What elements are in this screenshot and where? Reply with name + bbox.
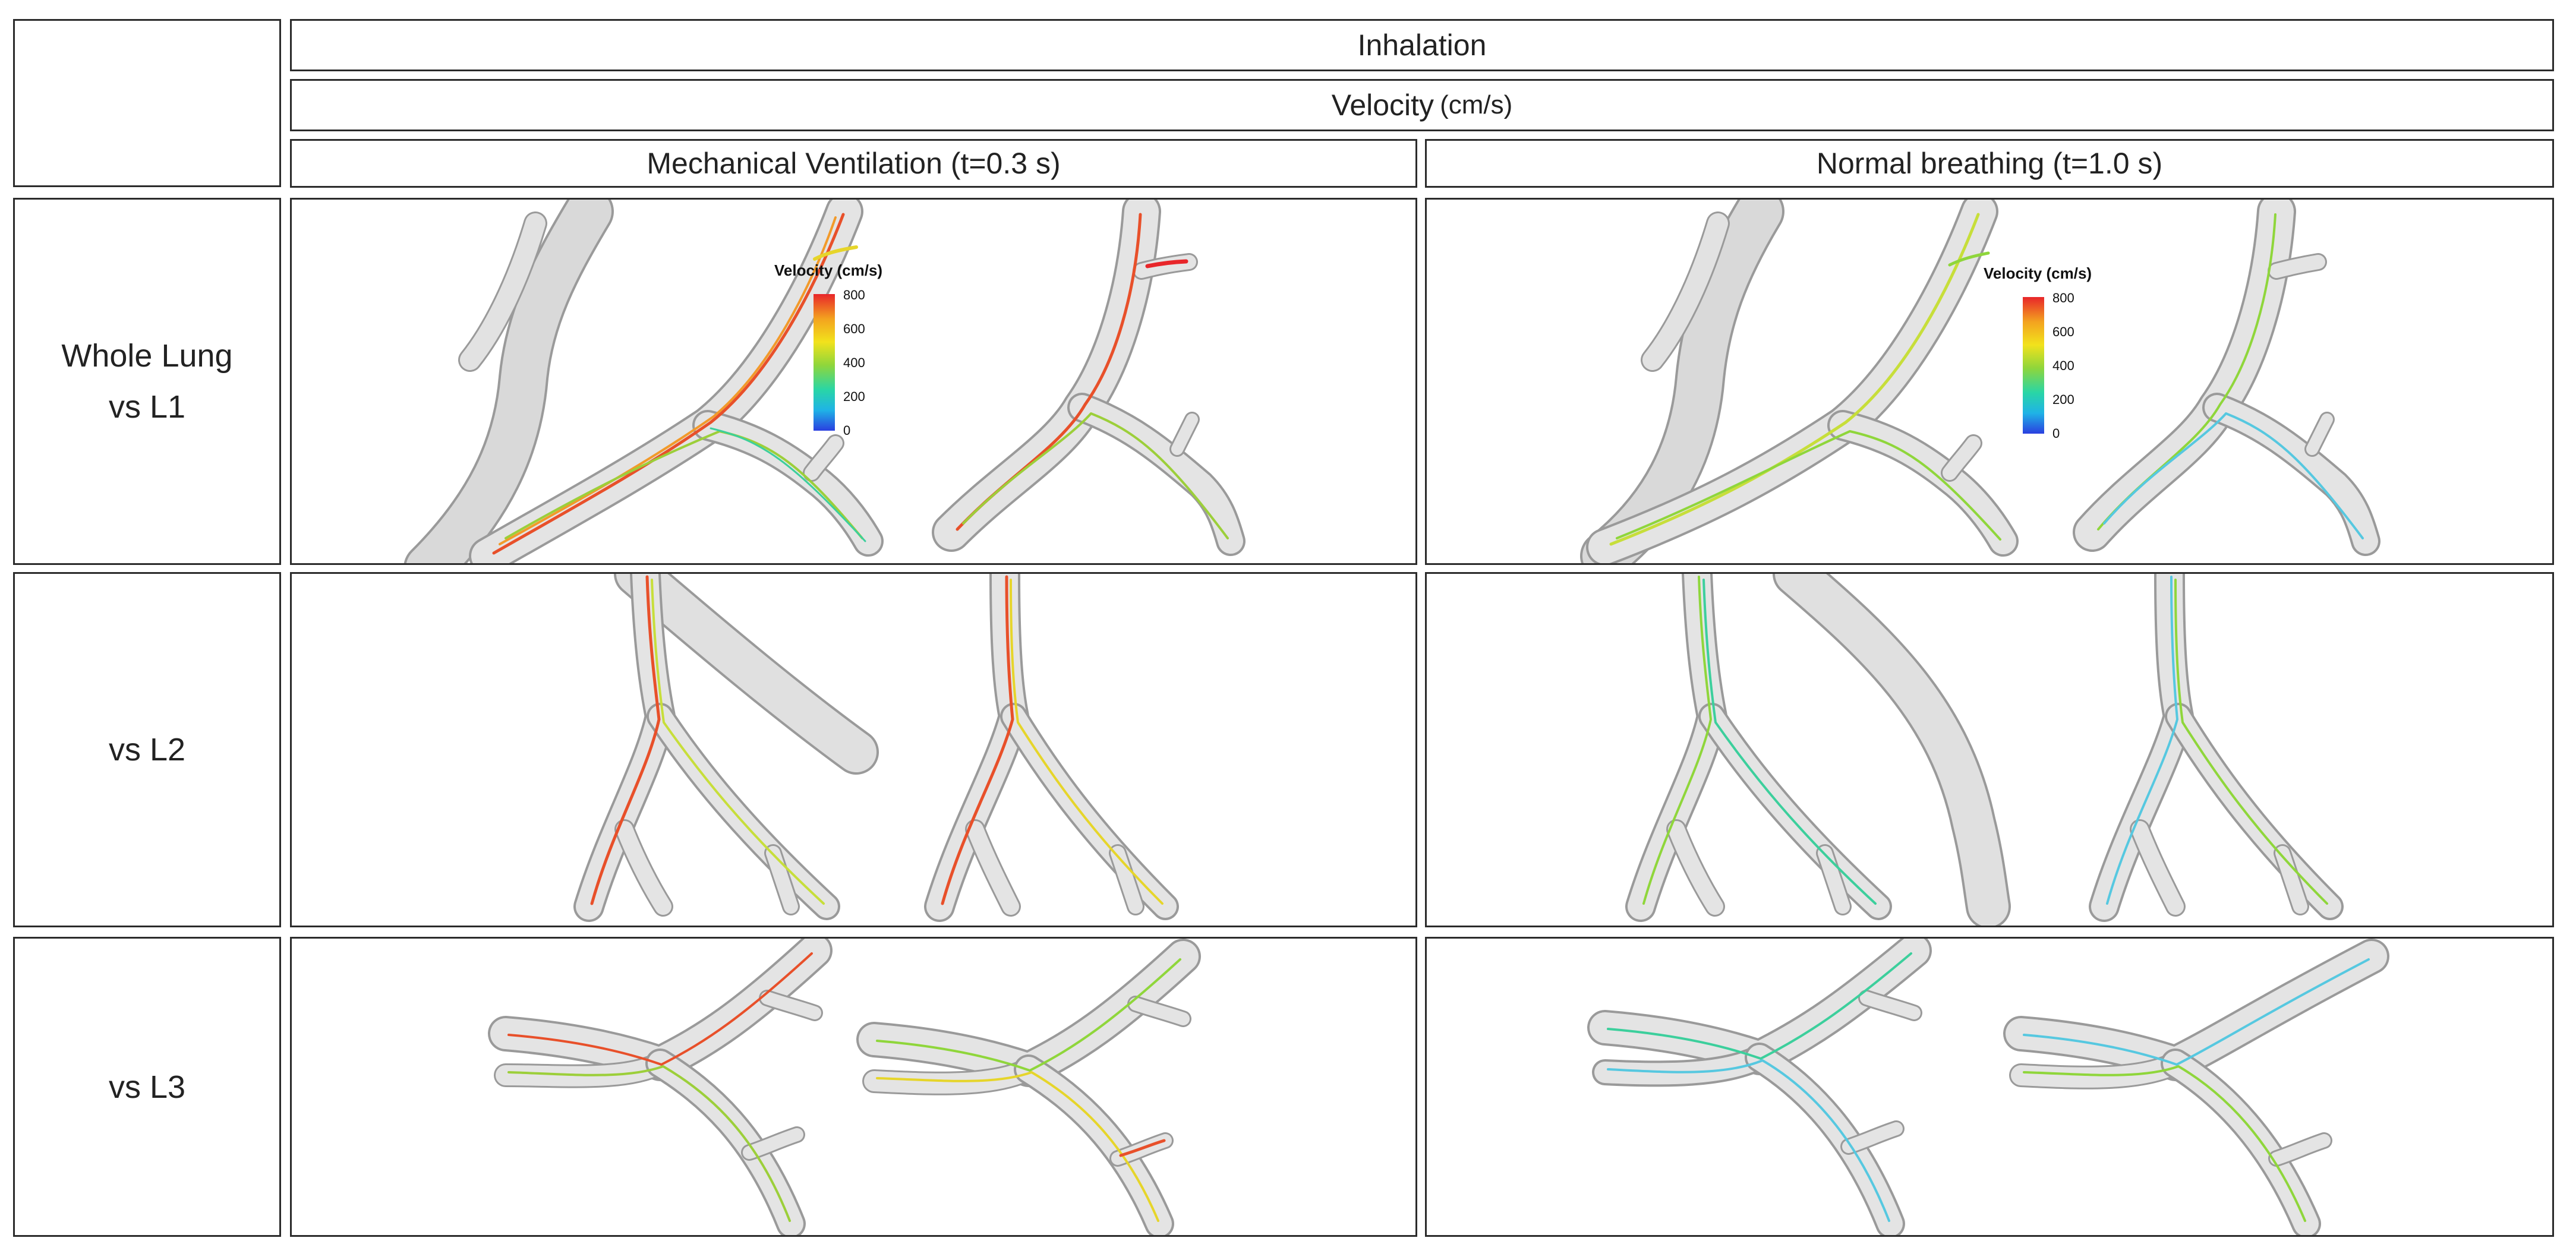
- row-label-line: Whole Lung: [61, 338, 233, 374]
- row-label-vs-l2: vs L2: [13, 572, 281, 927]
- image-l3-nb: [1425, 937, 2554, 1237]
- airway-visualization: [404, 200, 1246, 563]
- colorbar-nb: Velocity (cm/s) 800 600 400 200 0: [1984, 264, 2092, 441]
- airway-visualization: [573, 574, 1179, 922]
- row-label-vs-l3: vs L3: [13, 937, 281, 1237]
- image-whole-lung-mv: [290, 198, 1417, 565]
- image-l2-mv: [290, 572, 1417, 927]
- airway-visualization: [1625, 574, 2344, 926]
- row-label-line: vs L1: [108, 389, 186, 425]
- colorbar-title: Velocity (cm/s): [774, 261, 882, 279]
- column-title: Mechanical Ventilation (t=0.3 s): [647, 147, 1061, 180]
- colorbar-tick: 800: [2052, 290, 2074, 305]
- colorbar-gradient: [814, 294, 835, 431]
- colorbar-title: Velocity (cm/s): [1984, 264, 2092, 282]
- colorbar-tick: 400: [843, 355, 865, 370]
- airway-visualization: [1587, 939, 2389, 1235]
- column-header-mechanical-ventilation: Mechanical Ventilation (t=0.3 s): [290, 139, 1417, 188]
- column-title: Normal breathing (t=1.0 s): [1816, 147, 2163, 180]
- column-header-normal-breathing: Normal breathing (t=1.0 s): [1425, 139, 2554, 188]
- colorbar-tick: 600: [843, 321, 865, 336]
- colorbar-tick: 800: [843, 288, 865, 302]
- image-whole-lung-nb: [1425, 198, 2554, 565]
- colorbar-mv: Velocity (cm/s) 800 600 400 200 0: [774, 261, 882, 438]
- image-l2-nb: [1425, 572, 2554, 927]
- quantity-title: Velocity: [1331, 89, 1434, 122]
- row-label-line: vs L2: [108, 732, 186, 768]
- colorbar-tick: 200: [843, 389, 865, 404]
- colorbar-tick: 600: [2052, 324, 2074, 339]
- corner-cell: [13, 19, 281, 187]
- airway-visualization: [1580, 200, 2380, 563]
- phase-header: Inhalation: [290, 19, 2554, 71]
- colorbar-tick: 200: [2052, 392, 2074, 407]
- phase-title: Inhalation: [1357, 29, 1487, 62]
- colorbar-tick: 0: [2052, 426, 2060, 441]
- row-label-line: vs L3: [108, 1069, 186, 1105]
- quantity-unit: (cm/s): [1440, 90, 1513, 119]
- colorbar-tick: 0: [843, 423, 850, 438]
- row-label-whole-lung-vs-l1: Whole Lung vs L1: [13, 198, 281, 565]
- colorbar-gradient: [2023, 297, 2044, 434]
- image-l3-mv: [290, 937, 1417, 1237]
- airway-visualization: [488, 939, 1201, 1235]
- quantity-header: Velocity (cm/s): [290, 79, 2554, 131]
- colorbar-tick: 400: [2052, 358, 2074, 373]
